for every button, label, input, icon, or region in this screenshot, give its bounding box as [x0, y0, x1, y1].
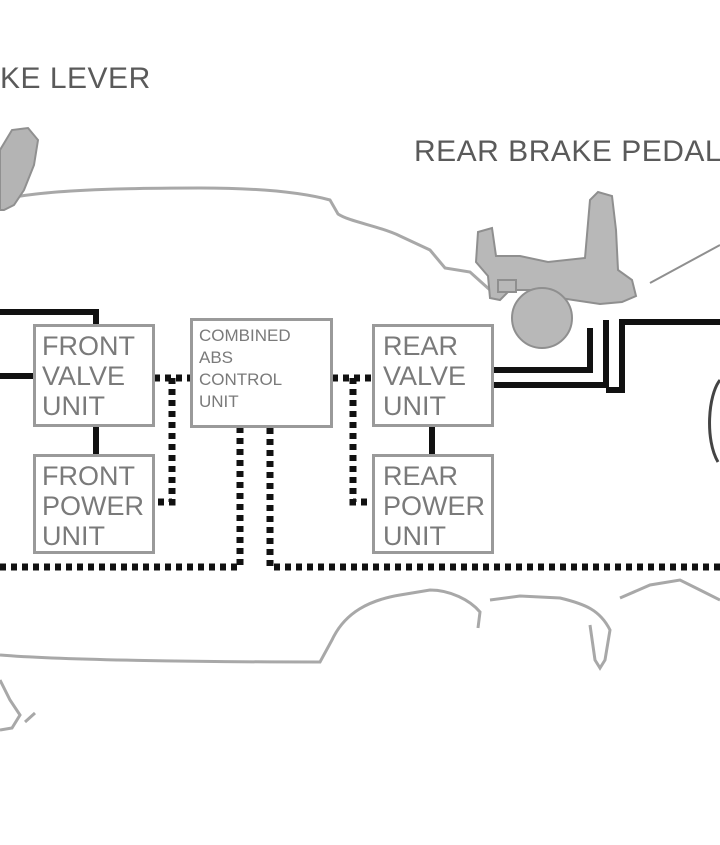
lower-outline [0, 679, 37, 732]
box-line: FRONT [42, 461, 135, 491]
box-line: VALVE [42, 361, 126, 391]
box-line: COMBINED [199, 326, 291, 345]
box-line: UNIT [42, 521, 105, 551]
rear-brake-pedal-graphic [474, 190, 638, 349]
pedal-leader-line [649, 244, 720, 284]
rear-wheel-edge [708, 379, 720, 463]
box-line: REAR [383, 461, 459, 491]
box-line: FRONT [42, 331, 135, 361]
box-line: UNIT [383, 391, 446, 421]
rear-outline [619, 578, 720, 602]
box-line: POWER [42, 491, 145, 521]
rear-valve-unit: REAR VALVE UNIT [372, 324, 494, 427]
box-line: VALVE [383, 361, 467, 391]
box-line: UNIT [42, 391, 105, 421]
rear-brake-pedal-label: REAR BRAKE PEDAL [414, 135, 720, 168]
box-line: CONTROL [199, 370, 283, 389]
motorcycle-outline [0, 186, 612, 671]
front-power-unit: FRONT POWER UNIT [33, 454, 155, 554]
front-valve-unit: FRONT VALVE UNIT [33, 324, 155, 427]
box-line: UNIT [383, 521, 446, 551]
box-line: ABS [199, 348, 234, 367]
brake-lever-label: KE LEVER [0, 62, 151, 95]
box-line: UNIT [199, 392, 239, 411]
hydraulic-lines [0, 309, 720, 455]
box-line: POWER [383, 491, 486, 521]
box-line: REAR [383, 331, 459, 361]
rear-power-unit: REAR POWER UNIT [372, 454, 494, 554]
combined-abs-control-unit: COMBINED ABS CONTROL UNIT [190, 318, 333, 428]
signal-lines [0, 374, 720, 571]
brake-lever-graphic [0, 126, 40, 211]
